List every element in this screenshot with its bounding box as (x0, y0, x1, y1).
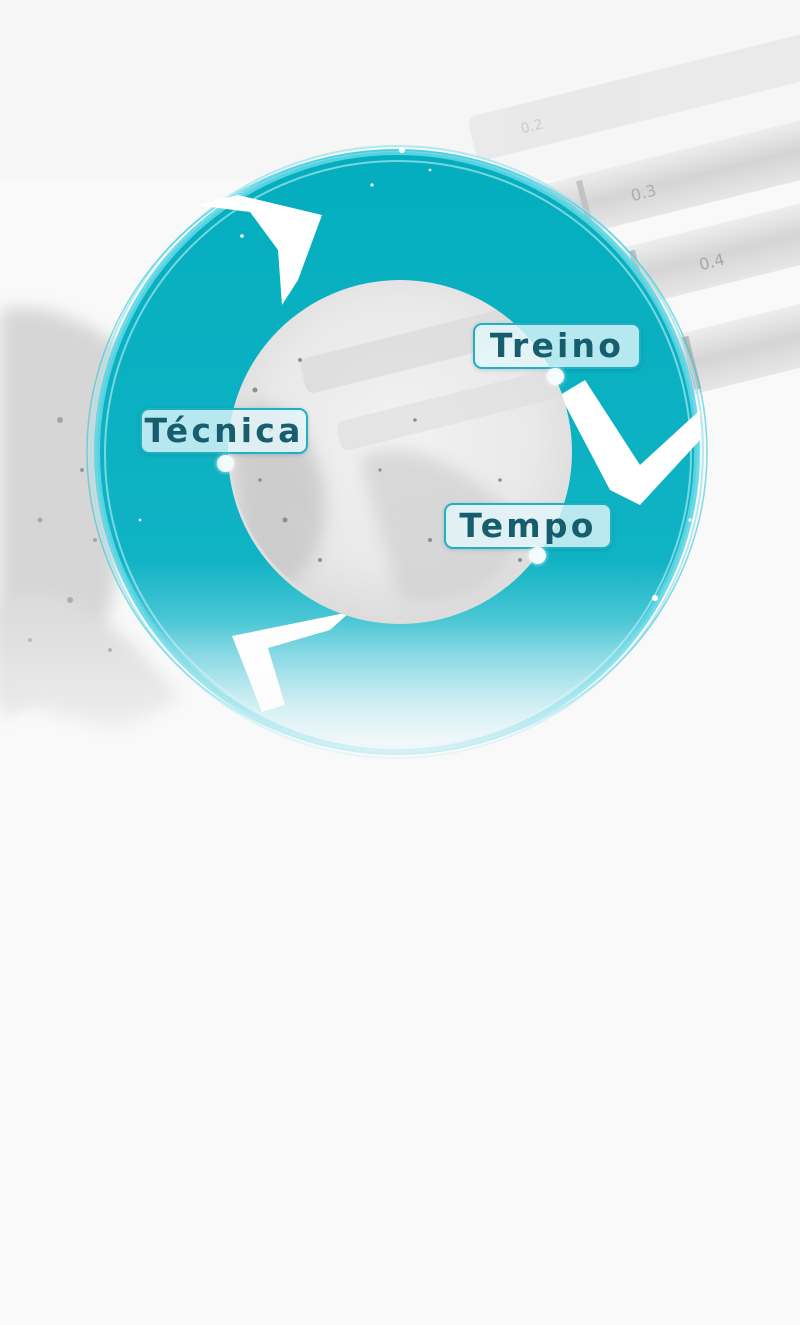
marker-dot-treino (547, 368, 564, 385)
label-tecnica: Técnica (140, 408, 308, 454)
label-treino: Treino (473, 323, 641, 369)
marker-dot-tecnica (217, 455, 234, 472)
sparkles (138, 147, 692, 601)
svg-text:0.2: 0.2 (519, 117, 544, 138)
marker-dot-tempo (529, 547, 546, 564)
label-tempo: Tempo (444, 503, 612, 549)
